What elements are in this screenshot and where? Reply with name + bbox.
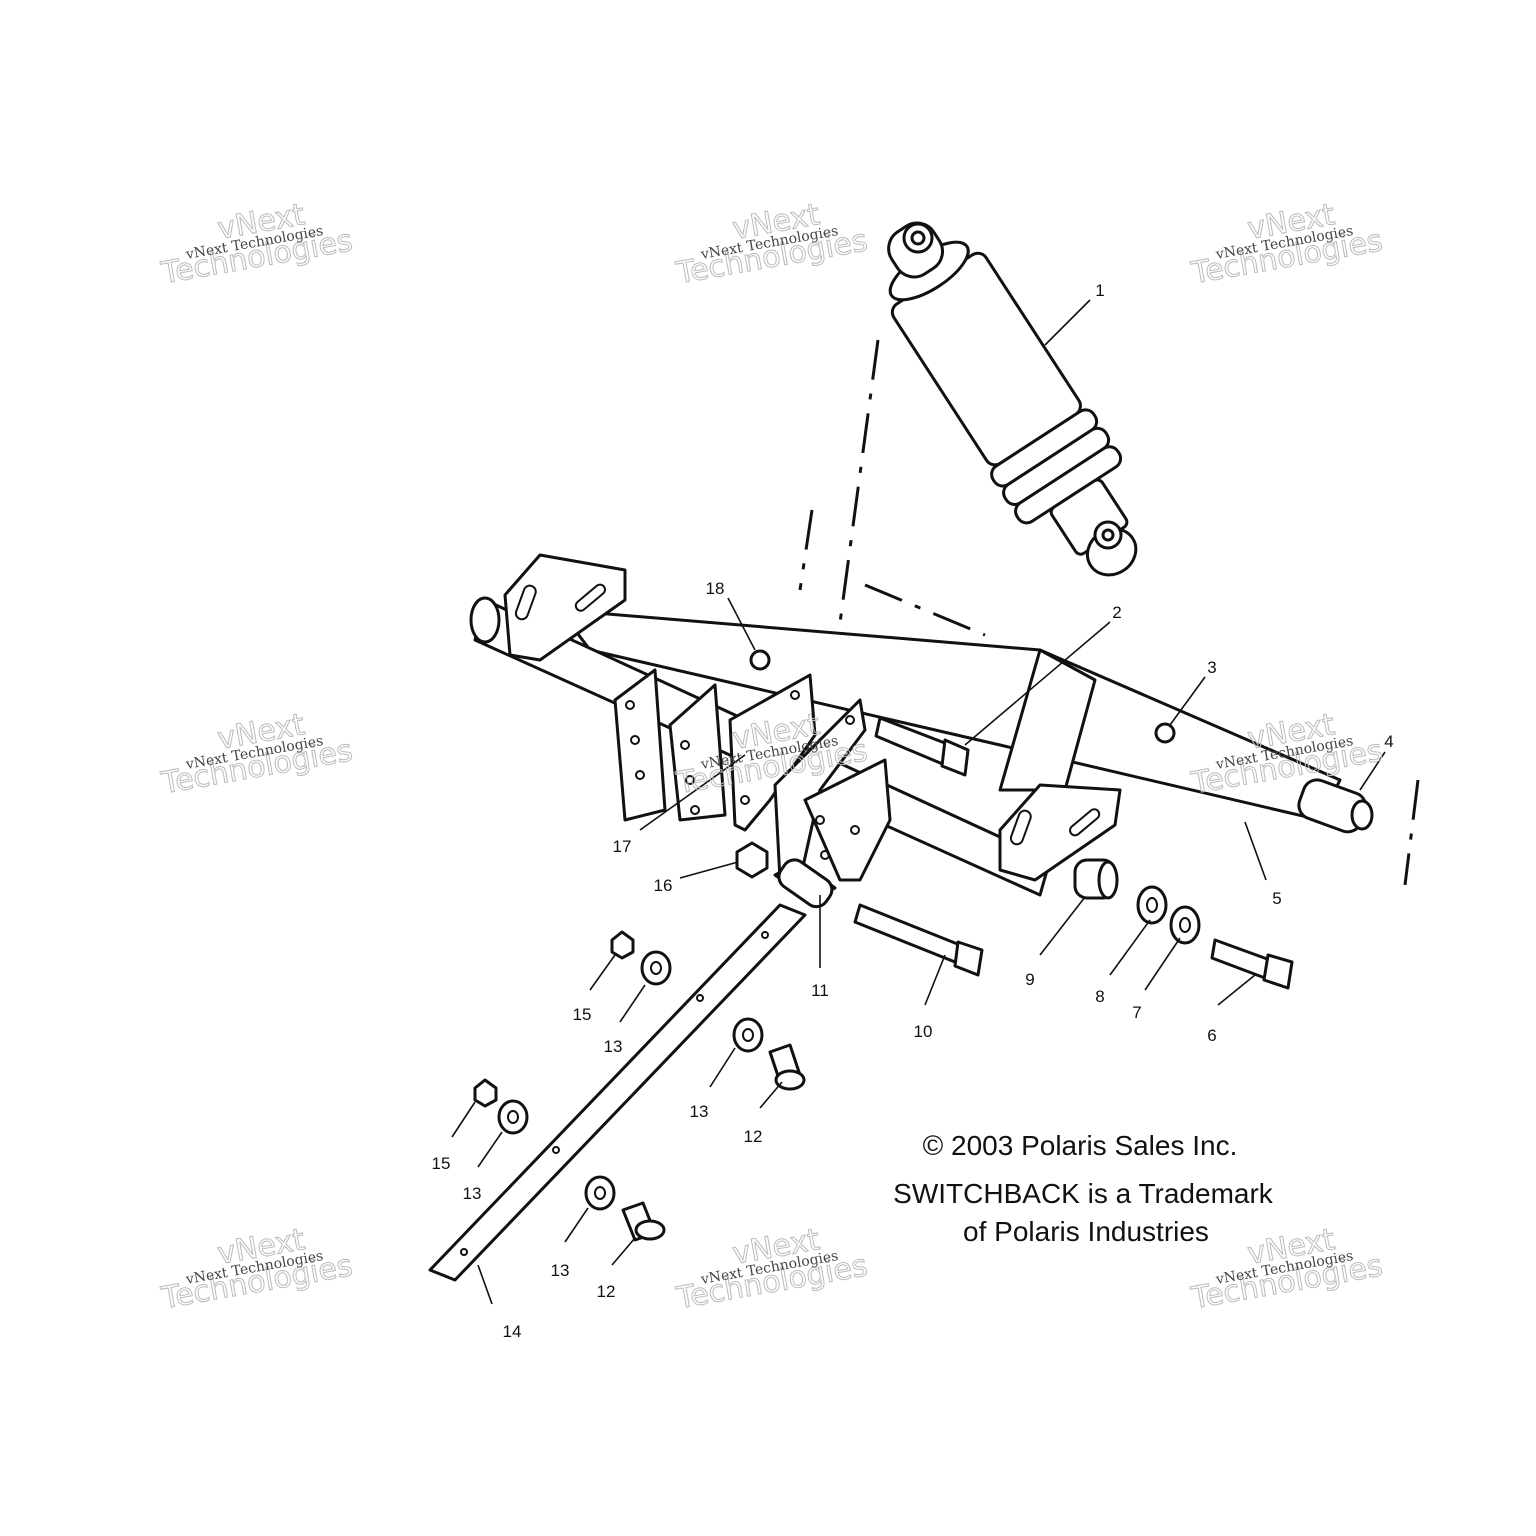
trademark-text-line2: of Polaris Industries	[963, 1216, 1209, 1247]
callout-6: 6	[1207, 1026, 1216, 1045]
callout-16: 16	[654, 876, 673, 895]
callout-7: 7	[1132, 1003, 1141, 1022]
callout-labels: 1 2 3 4 5 6 7 8 9 10 11 12 12 13 13 13 1…	[432, 281, 1394, 1341]
hardware	[473, 930, 806, 1242]
leader-lines	[451, 299, 1386, 1305]
bolt	[874, 716, 970, 777]
callout-12: 12	[597, 1282, 616, 1301]
trademark-text-line1: SWITCHBACK is a Trademark	[893, 1178, 1274, 1209]
shock-absorber	[887, 221, 1138, 577]
callout-18: 18	[706, 579, 725, 598]
callout-14: 14	[503, 1322, 522, 1341]
callout-13: 13	[690, 1102, 709, 1121]
callout-12: 12	[744, 1127, 763, 1146]
copyright-text: © 2003 Polaris Sales Inc.	[923, 1130, 1238, 1161]
callout-2: 2	[1112, 603, 1121, 622]
callout-13: 13	[604, 1037, 623, 1056]
callout-1: 1	[1095, 281, 1104, 300]
torque-arm	[469, 553, 1374, 900]
callout-8: 8	[1095, 987, 1104, 1006]
callout-11: 11	[811, 981, 829, 1000]
callout-10: 10	[914, 1022, 933, 1041]
callout-13: 13	[463, 1184, 482, 1203]
callout-5: 5	[1272, 889, 1281, 908]
callout-4: 4	[1384, 732, 1393, 751]
callout-9: 9	[1025, 970, 1034, 989]
callout-3: 3	[1207, 658, 1216, 677]
callout-17: 17	[613, 837, 632, 856]
callout-13: 13	[551, 1261, 570, 1280]
callout-15: 15	[573, 1005, 592, 1024]
callout-15: 15	[432, 1154, 451, 1173]
